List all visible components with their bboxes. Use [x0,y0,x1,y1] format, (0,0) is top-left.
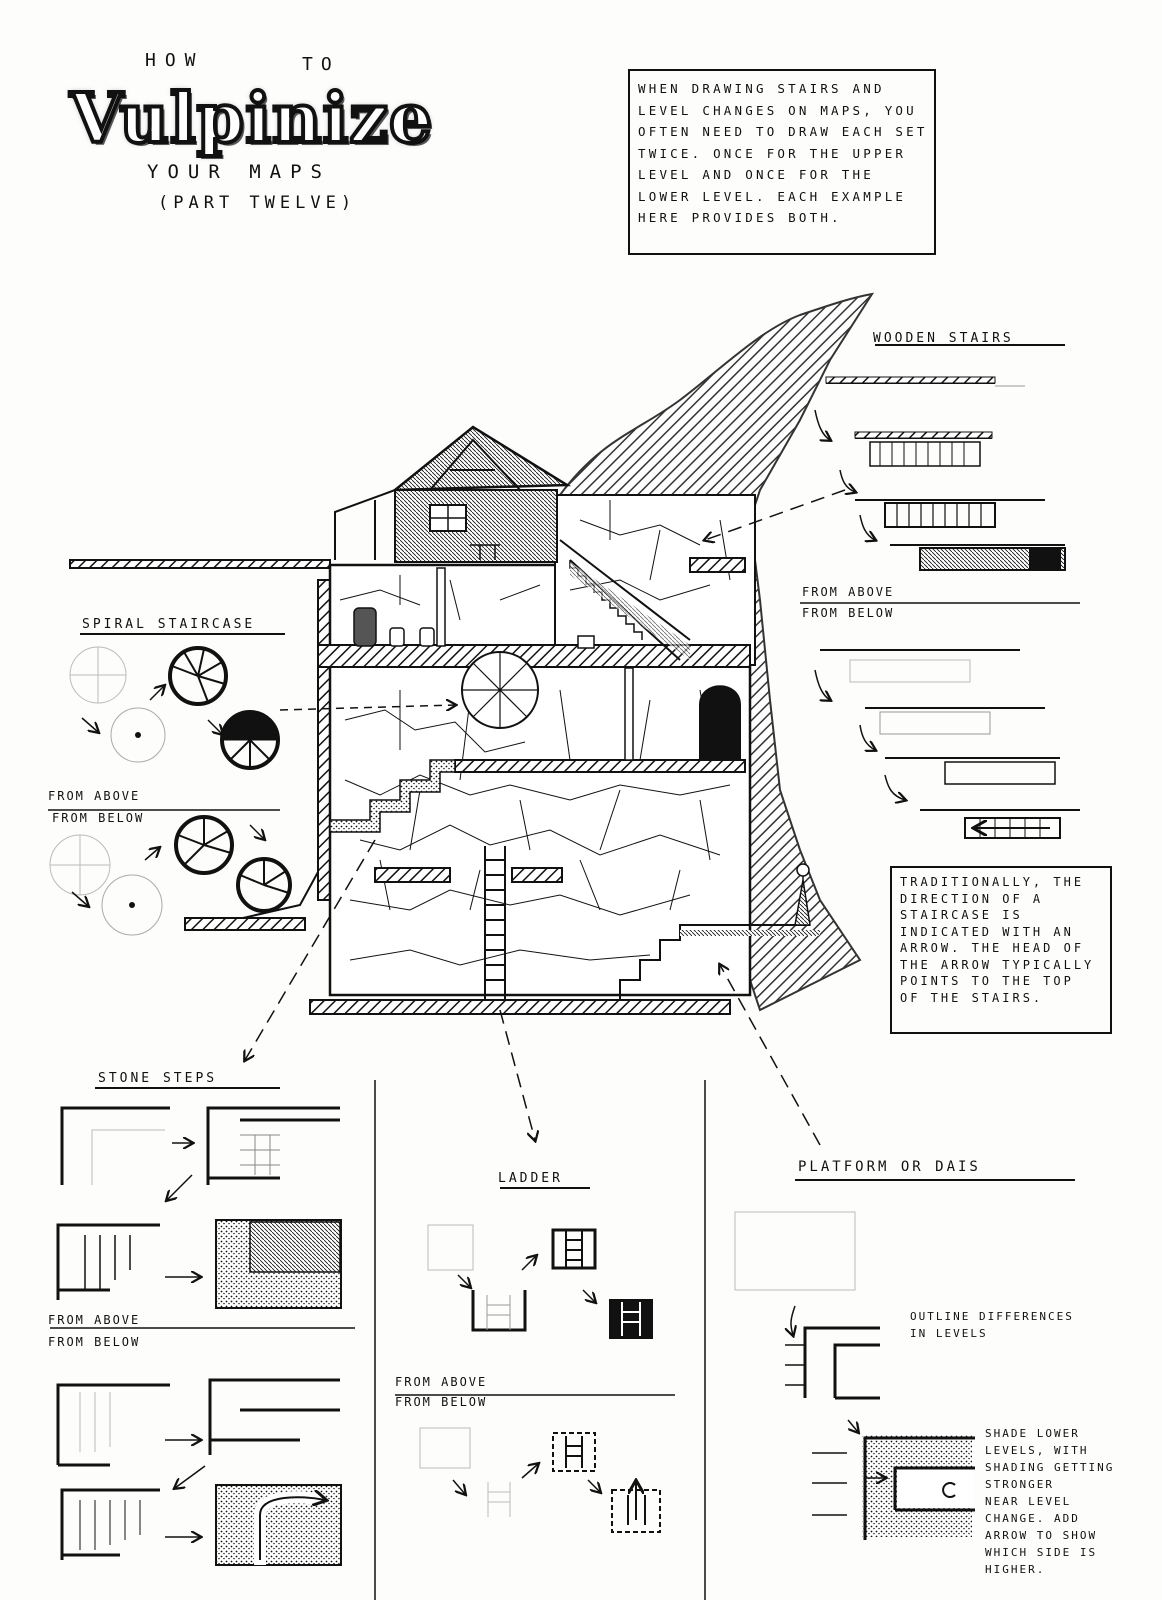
title-your-maps: Your maps [147,161,331,183]
platform-examples [734,1211,975,1540]
wooden-stairs-examples [800,344,1080,839]
title-part: (Part twelve) [158,193,357,213]
spiral-label-from-above: From above [48,789,141,803]
title-vulpinize: Vulpinize [68,79,434,159]
shade-note: Shade lower levels, with shading getting… [985,1427,1115,1576]
tradition-box: Traditionally, the direction of a stairc… [890,866,1112,1034]
intro-box: When drawing stairs and level changes on… [628,69,936,255]
heading-platform: Platform or dais [798,1159,981,1175]
stone-steps-examples [56,1106,342,1566]
heading-stone-steps: Stone steps [98,1071,218,1086]
wooden-house [334,425,572,563]
section-dividers [50,1080,1075,1600]
wooden-label-from-above: From above [802,585,895,599]
ladder-examples [419,1224,661,1533]
ladder-label-from-above: From above [395,1375,488,1389]
spiral-label-from-below: From below [52,811,145,825]
ladder-label-from-below: From below [395,1395,488,1409]
heading-spiral-staircase: Spiral staircase [82,617,256,632]
pointer-lines [245,489,846,1146]
stone-label-from-above: From above [48,1313,141,1327]
heading-ladder: Ladder [498,1171,563,1186]
stone-label-from-below: From below [48,1335,141,1349]
cutaway-interior [309,494,820,1015]
wooden-label-from-below: From below [802,606,895,620]
spiral-staircase-examples [48,633,455,936]
title-how: How [145,50,205,71]
heading-wooden-stairs: Wooden stairs [873,331,1014,346]
outline-note: Outline differences in levels [910,1310,1074,1340]
tradition-text: Traditionally, the direction of a stairc… [900,875,1095,1005]
intro-text: When drawing stairs and level changes on… [638,81,928,225]
title-to: to [302,54,340,75]
